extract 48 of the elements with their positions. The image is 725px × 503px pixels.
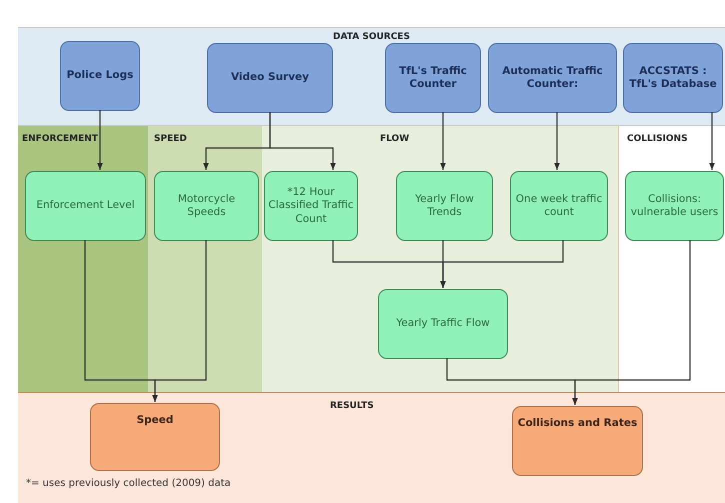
- section-band: [18, 27, 725, 125]
- arrow: [709, 112, 715, 170]
- arrow: [269, 112, 336, 170]
- box-label: Motorcycle Speeds: [176, 192, 236, 220]
- process-box: [625, 171, 724, 241]
- box-label: ACCSTATS : TfL's Database: [628, 64, 718, 92]
- source-box: [623, 43, 723, 113]
- arrow: [152, 240, 207, 402]
- section-heading: RESULTS: [330, 401, 374, 411]
- box-label: One week traffic count: [514, 192, 604, 220]
- process-box: [25, 171, 146, 241]
- section-band: [148, 125, 262, 392]
- section-heading: COLLISIONS: [627, 134, 688, 144]
- section-heading: DATA SOURCES: [333, 32, 410, 42]
- box-label: Collisions and Rates: [518, 417, 638, 430]
- process-box: [510, 171, 608, 241]
- box-label: Video Survey: [230, 71, 310, 85]
- box-label: Yearly Flow Trends: [414, 192, 475, 220]
- arrow: [97, 110, 103, 170]
- box-label: *12 Hour Classified Traffic Count: [268, 186, 354, 226]
- source-box: [488, 43, 617, 113]
- section-band: [18, 392, 725, 503]
- box-label: Automatic Traffic Counter:: [501, 64, 604, 92]
- section-band: [618, 125, 725, 392]
- result-box: [512, 406, 643, 476]
- section-heading: FLOW: [380, 134, 410, 144]
- box-label: Speed: [136, 414, 174, 428]
- section-heading: SPEED: [154, 134, 187, 144]
- source-box: [385, 43, 481, 113]
- source-box: [60, 41, 140, 111]
- arrow: [572, 240, 691, 405]
- section-heading: ENFORCEMENT: [22, 134, 98, 144]
- box-label: Enforcement Level: [36, 199, 135, 213]
- result-box: [90, 403, 220, 471]
- source-box: [207, 43, 333, 113]
- box-label: Police Logs: [66, 69, 134, 83]
- arrow: [440, 240, 564, 288]
- section-band: [262, 125, 618, 392]
- process-box: [264, 171, 358, 241]
- box-label: Yearly Traffic Flow: [396, 317, 490, 331]
- section-band: [18, 125, 148, 392]
- box-label: TfL's Traffic Counter: [398, 64, 468, 92]
- box-label: Collisions: vulnerable users: [630, 192, 720, 220]
- arrow: [440, 112, 446, 170]
- process-box: [154, 171, 259, 241]
- process-box: [396, 171, 493, 241]
- process-box: [378, 289, 508, 359]
- arrow: [554, 112, 560, 170]
